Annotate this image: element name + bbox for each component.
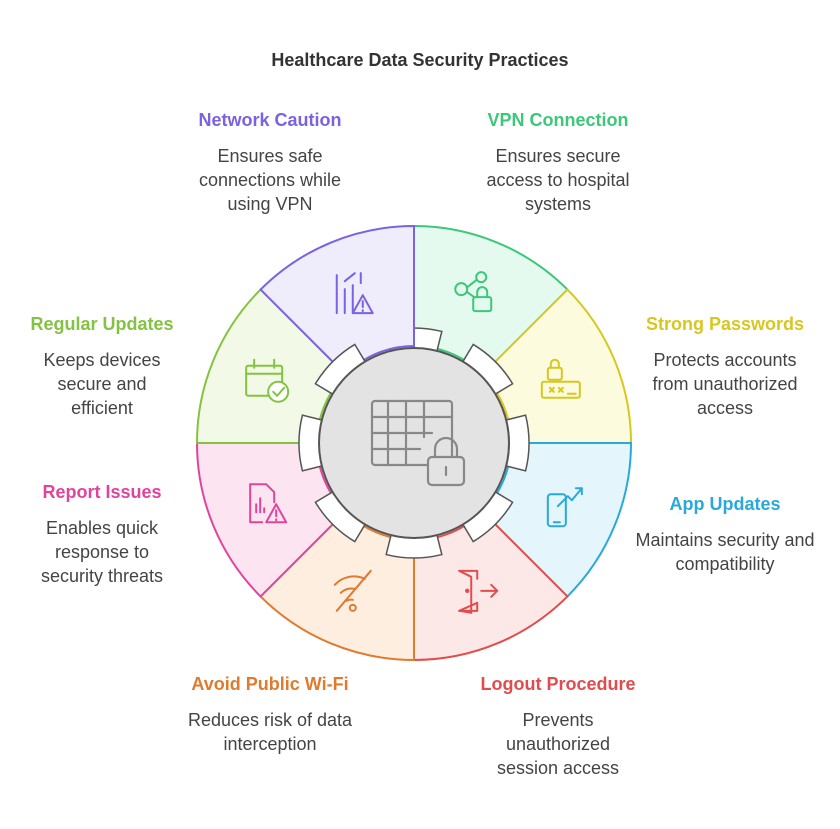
segment-tab <box>298 414 323 472</box>
segment-tab <box>314 343 367 396</box>
label-regular: Regular Updates Keeps devices secure and… <box>0 312 212 420</box>
label-report: Report Issues Enables quick response to … <box>0 480 212 588</box>
table-lock-icon <box>370 399 466 487</box>
segment-app <box>481 414 633 598</box>
label-description: Reduces risk of data interception <box>187 710 353 754</box>
segment-tab <box>385 534 443 559</box>
segment-wifi <box>259 510 443 662</box>
phone-trend-icon <box>546 487 583 528</box>
label-description: Ensures safe connections while using VPN <box>198 146 342 214</box>
diagram-title: Healthcare Data Security Practices <box>271 50 569 70</box>
label-title: Logout Procedure <box>480 674 636 694</box>
label-vpn: VPN Connection Ensures secure access to … <box>448 108 668 216</box>
wifi-off-icon <box>333 569 372 612</box>
segment-tab <box>461 343 514 396</box>
center-disc <box>318 347 510 539</box>
label-network: Network Caution Ensures safe connections… <box>160 108 380 216</box>
label-wifi: Avoid Public Wi-Fi Reduces risk of data … <box>160 672 380 756</box>
center-hub <box>318 347 510 539</box>
label-title: Report Issues <box>42 482 162 502</box>
label-description: Prevents unauthorized session access <box>496 710 620 778</box>
label-title: App Updates <box>669 494 781 514</box>
label-description: Keeps devices secure and efficient <box>43 350 161 418</box>
label-title: Strong Passwords <box>645 314 805 334</box>
label-passwords: Strong Passwords Protects accounts from … <box>615 312 835 420</box>
label-description: Protects accounts from unauthorized acce… <box>652 350 798 418</box>
label-title: Avoid Public Wi-Fi <box>191 674 349 694</box>
segment-network <box>259 224 415 396</box>
label-app: App Updates Maintains security and compa… <box>615 492 835 576</box>
label-title: Network Caution <box>198 110 342 130</box>
report-warning-icon <box>249 483 288 524</box>
network-warning-icon <box>335 272 374 315</box>
label-logout: Logout Procedure Prevents unauthorized s… <box>448 672 668 780</box>
segment-tab <box>314 490 367 543</box>
share-lock-icon <box>454 271 493 313</box>
label-description: Maintains security and compatibility <box>635 530 815 574</box>
label-description: Ensures secure access to hospital system… <box>486 146 630 214</box>
segment-logout <box>413 490 569 662</box>
logout-door-icon <box>458 569 499 614</box>
calendar-check-icon <box>245 358 290 403</box>
label-description: Enables quick response to security threa… <box>40 518 164 586</box>
segment-tab <box>505 414 530 472</box>
label-title: VPN Connection <box>487 110 629 130</box>
segment-tab <box>461 490 514 543</box>
label-title: Regular Updates <box>30 314 174 334</box>
password-lock-icon <box>540 358 581 399</box>
